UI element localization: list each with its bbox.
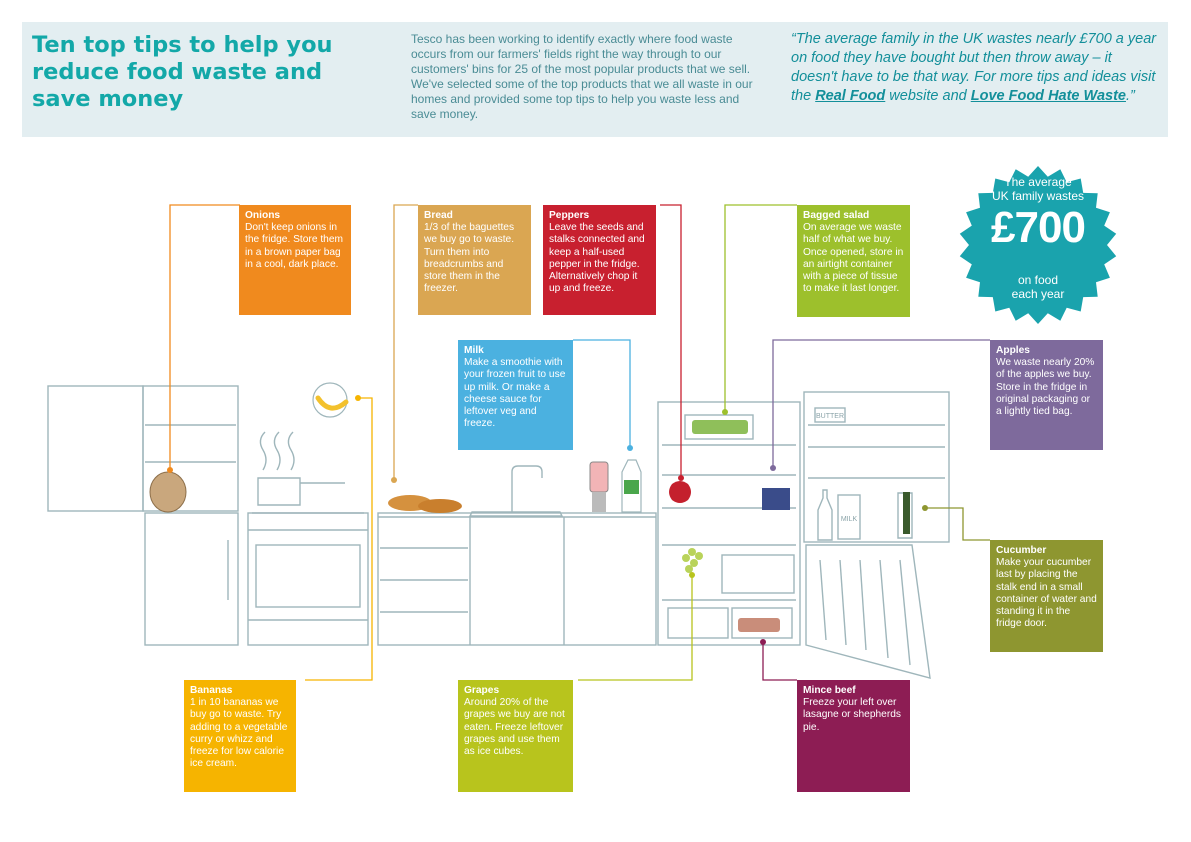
- grape: [690, 559, 698, 567]
- cucumber: [903, 492, 910, 534]
- grape: [682, 554, 690, 562]
- tip-text: Leave the seeds and stalks connected and…: [549, 222, 645, 295]
- tip-text: Around 20% of the grapes we buy are not …: [464, 697, 565, 758]
- tip-title: Bananas: [190, 685, 233, 696]
- kitchen-outline: [47, 385, 950, 679]
- bread-dot: [391, 477, 397, 483]
- onions-dot: [167, 467, 173, 473]
- bananas-connector: [305, 397, 373, 681]
- milk-carton-label: MILK: [841, 516, 858, 523]
- salad-box: [692, 420, 748, 434]
- onions-connector: [169, 204, 240, 470]
- tip-mince-beef: Mince beef Freeze your left over lasagne…: [797, 680, 910, 792]
- milk-connector: [573, 339, 631, 448]
- quote-part-1: “The average family in the UK wastes nea…: [791, 31, 1157, 104]
- tip-title: Cucumber: [996, 545, 1047, 556]
- real-food-link[interactable]: Real Food: [815, 87, 886, 104]
- badge-amount: £700: [991, 203, 1086, 252]
- milk-bottle-label: [624, 480, 639, 494]
- bananas-dot: [355, 395, 361, 401]
- baguette: [418, 499, 462, 513]
- page-title: Ten top tips to help you reduce food was…: [32, 32, 333, 112]
- tip-title: Mince beef: [803, 685, 856, 696]
- illustration-food: BUTTER MILK: [149, 382, 910, 632]
- apples-connector: [772, 339, 990, 468]
- badge-line-1: The average: [1004, 175, 1072, 189]
- mince-beef-connector: [762, 642, 797, 681]
- badge-starburst: [959, 166, 1117, 324]
- bagged-salad-dot: [722, 409, 728, 415]
- apples-dot: [770, 465, 776, 471]
- tip-text: 1 in 10 bananas we buy go to waste. Try …: [190, 697, 288, 770]
- tip-peppers: Peppers Leave the seeds and stalks conne…: [543, 205, 656, 315]
- badge-line-3: on food: [1017, 273, 1059, 287]
- tip-text: Freeze your left over lasagne or shepher…: [803, 697, 901, 733]
- intro-text: Tesco has been working to identify exact…: [411, 32, 753, 121]
- grape: [688, 548, 696, 556]
- love-food-hate-waste-link[interactable]: Love Food Hate Waste: [970, 87, 1126, 104]
- tip-text: 1/3 of the baguettes we buy go to waste.…: [424, 222, 515, 295]
- peppers-dot: [678, 475, 684, 481]
- milk-dot: [627, 445, 633, 451]
- quote-part-3: .”: [1125, 87, 1135, 104]
- tip-bread: Bread 1/3 of the baguettes we buy go to …: [418, 205, 531, 315]
- badge-line-4: each year: [1011, 287, 1065, 301]
- grape: [685, 565, 693, 573]
- tip-bananas: Bananas 1 in 10 bananas we buy go to was…: [184, 680, 296, 792]
- tip-title: Grapes: [464, 685, 500, 696]
- onion-bag: [149, 471, 187, 513]
- bread-connector: [393, 204, 418, 480]
- badge-line-2: UK family wastes: [991, 189, 1085, 203]
- tip-title: Onions: [245, 210, 281, 221]
- smoothie-blender: [589, 461, 609, 493]
- banana: [315, 395, 349, 411]
- grapes-connector: [578, 575, 693, 681]
- quote-part-2: website and: [885, 87, 971, 104]
- red-pepper: [669, 481, 691, 503]
- tip-bagged-salad: Bagged salad On average we waste half of…: [797, 205, 910, 317]
- tip-text: On average we waste half of what we buy.…: [803, 222, 904, 295]
- peppers-connector: [660, 204, 682, 478]
- blender-base: [592, 492, 606, 512]
- cucumber-connector: [925, 507, 990, 541]
- tip-onions: Onions Don't keep onions in the fridge. …: [239, 205, 351, 315]
- grapes-dot: [689, 572, 695, 578]
- tip-title: Peppers: [549, 210, 590, 221]
- tip-title: Milk: [464, 345, 484, 356]
- tip-cucumber: Cucumber Make your cucumber last by plac…: [990, 540, 1103, 652]
- connector-lines: [169, 204, 990, 681]
- butter-label: BUTTER: [816, 413, 844, 420]
- tip-milk: Milk Make a smoothie with your frozen fr…: [458, 340, 573, 450]
- grape: [695, 552, 703, 560]
- apple-bag: [762, 488, 790, 510]
- bagged-salad-connector: [724, 204, 797, 412]
- tip-title: Bread: [424, 210, 453, 221]
- tip-apples: Apples We waste nearly 20% of the apples…: [990, 340, 1103, 450]
- mince-beef-dot: [760, 639, 766, 645]
- tip-title: Bagged salad: [803, 210, 870, 221]
- cucumber-dot: [922, 505, 928, 511]
- tip-text: Don't keep onions in the fridge. Store t…: [245, 222, 343, 270]
- connector-dots: [167, 395, 928, 645]
- tip-text: Make your cucumber last by placing the s…: [996, 557, 1097, 630]
- tip-text: We waste nearly 20% of the apples we buy…: [996, 357, 1095, 418]
- tip-text: Make a smoothie with your frozen fruit t…: [464, 357, 566, 430]
- waste-cost-badge: The average UK family wastes £700 on foo…: [958, 165, 1118, 325]
- badge-starburst-shape: [959, 166, 1117, 324]
- header-banner: Ten top tips to help you reduce food was…: [22, 22, 1168, 137]
- mince-tray: [738, 618, 780, 632]
- tip-grapes: Grapes Around 20% of the grapes we buy a…: [458, 680, 573, 792]
- quote-text: “The average family in the UK wastes nea…: [791, 30, 1161, 105]
- tip-title: Apples: [996, 345, 1030, 356]
